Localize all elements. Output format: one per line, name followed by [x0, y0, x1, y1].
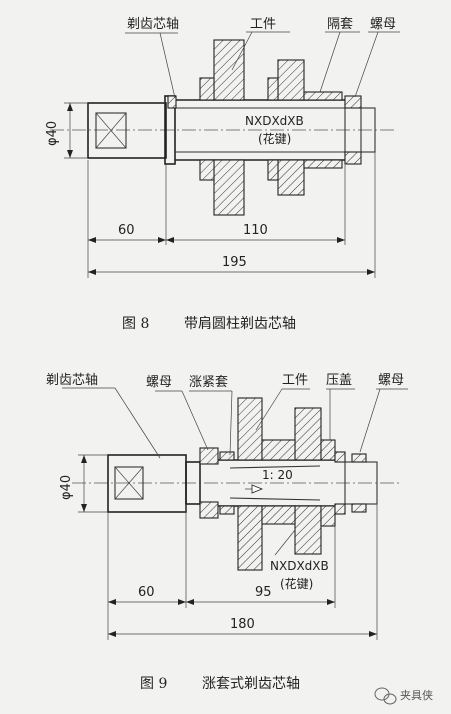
workpiece-gear-right [267, 59, 305, 196]
dim-60: 60 [118, 223, 135, 238]
caption-number: 图 9 [140, 676, 167, 692]
dim-110: 110 [243, 223, 268, 238]
diameter-value: φ40 [59, 475, 74, 500]
label-spacer: 隔套 [327, 16, 353, 32]
nut-left-part [199, 447, 219, 519]
nut-right-part [344, 453, 378, 513]
length-dimensions [107, 504, 378, 640]
dim-180: 180 [230, 617, 255, 632]
label-nut-left: 螺母 [146, 375, 172, 390]
diameter-dimension [64, 102, 88, 159]
workpiece-gear-left [199, 39, 245, 216]
caption-number: 图 8 [122, 316, 149, 332]
figure-9: 1: 20 剃齿芯轴 螺母 涨紧套 工件 压盖 螺母 NXDXdXB (花键) [46, 373, 408, 692]
figure-8: 剃齿芯轴 工件 隔套 螺母 NXDXdXB (花键) φ40 [45, 16, 400, 332]
label-expansion-sleeve: 涨紧套 [189, 374, 228, 390]
dim-60: 60 [138, 585, 155, 600]
diameter-dimension [78, 454, 108, 513]
length-dimensions [87, 152, 376, 278]
caption-title: 涨套式剃齿芯轴 [202, 676, 300, 692]
label-workpiece: 工件 [282, 373, 308, 388]
spline-note: (花键) [258, 131, 291, 146]
watermark-text: 夹具侠 [400, 689, 433, 702]
spline-spec: NXDXdXB [270, 559, 329, 573]
leader-lines [125, 31, 400, 99]
label-nut-right: 螺母 [378, 373, 404, 388]
shoulder-hatch [167, 95, 177, 109]
label-arbor: 剃齿芯轴 [127, 17, 179, 32]
label-arbor: 剃齿芯轴 [46, 373, 98, 388]
diameter-value: φ40 [45, 121, 60, 146]
dim-195: 195 [222, 255, 247, 270]
spline-spec: NXDXdXB [245, 114, 304, 128]
label-cover: 压盖 [326, 373, 352, 388]
spline-note: (花键) [280, 576, 313, 591]
workpiece-gear [237, 397, 322, 571]
leader-lines [62, 387, 408, 556]
caption-title: 带肩圆柱剃齿芯轴 [184, 316, 296, 332]
arbor-shank [107, 454, 201, 513]
watermark: 夹具侠 [374, 687, 433, 705]
cover-plate [320, 439, 346, 527]
dim-95: 95 [255, 585, 272, 600]
wechat-icon [374, 687, 397, 705]
label-nut: 螺母 [370, 17, 396, 32]
spacer-ring [303, 91, 343, 169]
nut-part [344, 95, 376, 165]
arbor-shank [87, 102, 167, 159]
taper-ratio: 1: 20 [262, 468, 293, 482]
label-workpiece: 工件 [250, 17, 276, 32]
